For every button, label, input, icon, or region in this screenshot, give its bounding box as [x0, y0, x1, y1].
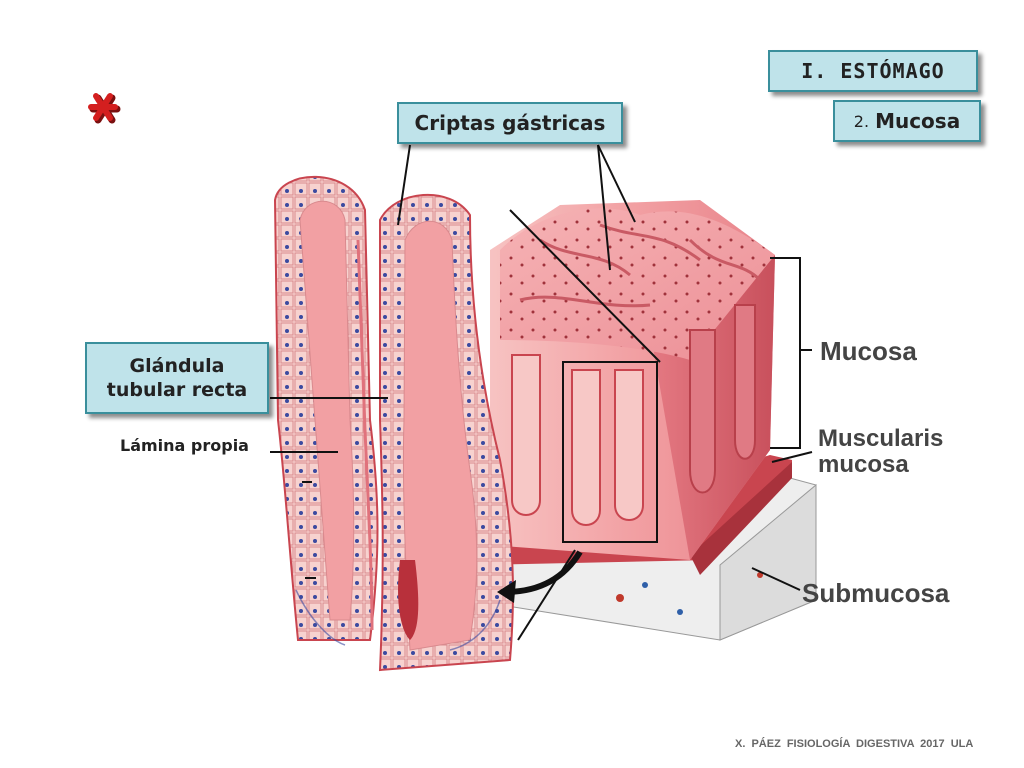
- label-box-criptas-gastricas: Criptas gástricas: [397, 102, 623, 144]
- glandula-line2: tubular recta: [106, 379, 248, 401]
- section-title-estomago: I. ESTÓMAGO: [768, 50, 978, 92]
- label-lamina-propia: Lámina propia: [120, 436, 249, 455]
- mucosa-text: Mucosa: [875, 109, 961, 133]
- arrowhead-icon: [497, 580, 516, 603]
- mucosa-number: 2.: [853, 111, 870, 131]
- gastric-pits-enlarged: [273, 175, 514, 672]
- label-box-glandula-tubular-recta: Glándula tubular recta: [85, 342, 269, 414]
- muscularis-line1: Muscularis: [818, 425, 944, 452]
- estomago-text: I. ESTÓMAGO: [801, 59, 945, 83]
- subsection-title-mucosa: 2. Mucosa: [833, 100, 981, 142]
- mucosa-block: [490, 200, 775, 560]
- leader-lines: [270, 144, 813, 641]
- label-muscularis-mucosa: Muscularis mucosa: [818, 426, 943, 478]
- label-submucosa: Submucosa: [802, 578, 950, 608]
- asterisk-icon: [88, 93, 121, 124]
- glandula-line1: Glándula: [129, 355, 225, 377]
- muscularis-line2: mucosa: [818, 451, 909, 478]
- footer-credit: X. PÁEZ FISIOLOGÍA DIGESTIVA 2017 ULA: [735, 738, 974, 750]
- criptas-text: Criptas gástricas: [414, 111, 606, 135]
- label-mucosa: Mucosa: [820, 336, 917, 366]
